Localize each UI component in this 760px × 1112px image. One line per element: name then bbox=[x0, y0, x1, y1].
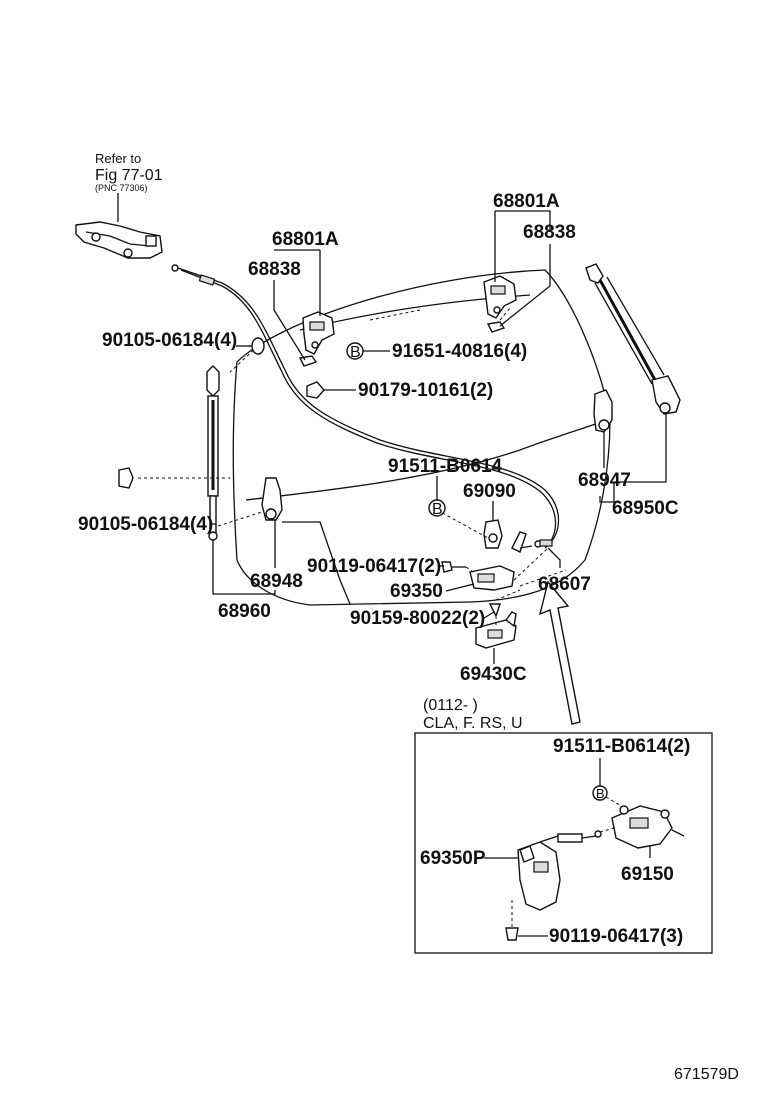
release-cable-68607 bbox=[177, 267, 560, 546]
inset-condition-date: (0112- ) bbox=[423, 697, 478, 714]
label-68947: 68947 bbox=[578, 470, 631, 491]
back-door-outline bbox=[232, 269, 611, 606]
inset-label-69150: 69150 bbox=[621, 864, 674, 885]
inset-bolt-90119 bbox=[505, 900, 519, 941]
badge-b-inset bbox=[592, 785, 608, 801]
cable-sheath-end bbox=[198, 274, 216, 286]
bolt-90105-upper bbox=[248, 337, 265, 355]
switch-69090 bbox=[483, 519, 503, 549]
badge-b-91511 bbox=[428, 499, 446, 517]
lock-assembly-69350 bbox=[469, 531, 553, 591]
right-damper-stay bbox=[585, 263, 681, 415]
refer-pnc-text: (PNC 77306) bbox=[95, 183, 148, 193]
label-68607: 68607 bbox=[538, 574, 591, 595]
inset-label-90119: 90119-06417(3) bbox=[549, 926, 683, 947]
diagram-code: 671579D bbox=[674, 1066, 739, 1083]
inset-label-91511: 91511-B0614(2) bbox=[553, 736, 690, 757]
bolt-90119-center bbox=[441, 561, 466, 573]
label-90119: 90119-06417(2) bbox=[307, 556, 441, 577]
label-90179: 90179-10161(2) bbox=[358, 380, 493, 401]
label-68801A-left: 68801A bbox=[272, 229, 339, 250]
badge-b-text-3: B bbox=[596, 786, 605, 801]
label-90105-lower: 90105-06184(4) bbox=[78, 514, 213, 535]
label-69090: 69090 bbox=[463, 481, 516, 502]
label-90159: 90159-80022(2) bbox=[350, 608, 485, 629]
striker-69430C bbox=[475, 611, 517, 649]
badge-b-text-2: B bbox=[432, 501, 443, 518]
label-90105-upper: 90105-06184(4) bbox=[102, 330, 237, 351]
label-69350: 69350 bbox=[390, 581, 443, 602]
door-window-line bbox=[245, 417, 613, 501]
label-69430C: 69430C bbox=[460, 664, 527, 685]
shim-68838-right bbox=[486, 321, 506, 333]
label-68838-left: 68838 bbox=[248, 259, 301, 280]
cable-end-cap bbox=[171, 264, 179, 272]
label-68960: 68960 bbox=[218, 601, 271, 622]
label-68838-top: 68838 bbox=[523, 222, 576, 243]
inset-condition-grade: CLA, F. RS, U bbox=[423, 715, 523, 732]
shim-68838-left bbox=[298, 355, 318, 367]
inset-lock-69350P bbox=[517, 835, 561, 911]
label-68950C: 68950C bbox=[612, 498, 679, 519]
inset-connector bbox=[557, 827, 615, 843]
bolt-90105-lower bbox=[118, 467, 134, 489]
inset-label-69350P: 69350P bbox=[420, 848, 486, 869]
referenced-bracket-part bbox=[75, 221, 163, 259]
badge-b-text-1: B bbox=[350, 344, 361, 361]
label-68801A-top: 68801A bbox=[493, 191, 560, 212]
hinge-68801A-left bbox=[302, 311, 335, 355]
label-91511: 91511-B0614 bbox=[388, 456, 503, 477]
label-91651: 91651-40816(4) bbox=[392, 341, 527, 362]
refer-fig-text: Fig 77-01 bbox=[95, 167, 163, 184]
inset-pointer-arrow bbox=[538, 580, 581, 725]
inset-frame bbox=[414, 732, 713, 954]
refer-to-text: Refer to bbox=[95, 151, 141, 166]
inset-actuator-69150 bbox=[611, 805, 685, 858]
right-hinge-bracket-68947 bbox=[593, 389, 613, 433]
label-68948: 68948 bbox=[250, 571, 303, 592]
nut-90179 bbox=[306, 381, 325, 399]
hinge-68801A-right bbox=[483, 275, 517, 319]
left-hinge-bracket-68948 bbox=[261, 477, 283, 521]
screw-90159 bbox=[488, 603, 501, 618]
